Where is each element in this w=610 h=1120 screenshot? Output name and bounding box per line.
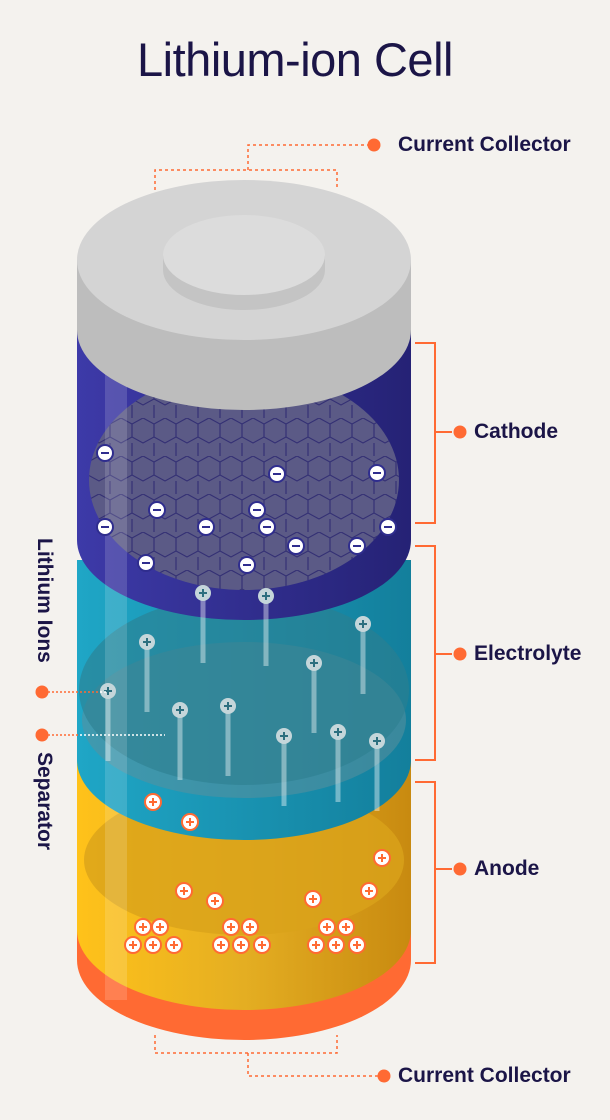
label-electrolyte: Electrolyte bbox=[474, 642, 582, 665]
layer-brackets bbox=[415, 342, 452, 964]
label-current-collector-top: Current Collector bbox=[398, 133, 571, 156]
label-separator: Separator bbox=[33, 752, 56, 851]
side-leader-lines bbox=[48, 691, 165, 736]
label-anode: Anode bbox=[474, 857, 540, 880]
electrolyte-inner bbox=[79, 595, 409, 785]
collector-leader-lines bbox=[154, 144, 380, 1077]
label-current-collector-bottom: Current Collector bbox=[398, 1064, 571, 1087]
highlight-stripe bbox=[105, 340, 127, 1000]
terminal-cap bbox=[163, 215, 325, 295]
label-lithium-ions: Lithium Ions bbox=[33, 538, 56, 663]
label-dots bbox=[35, 138, 467, 1083]
page-title: Lithium-ion Cell bbox=[137, 33, 453, 86]
label-cathode: Cathode bbox=[474, 420, 558, 443]
